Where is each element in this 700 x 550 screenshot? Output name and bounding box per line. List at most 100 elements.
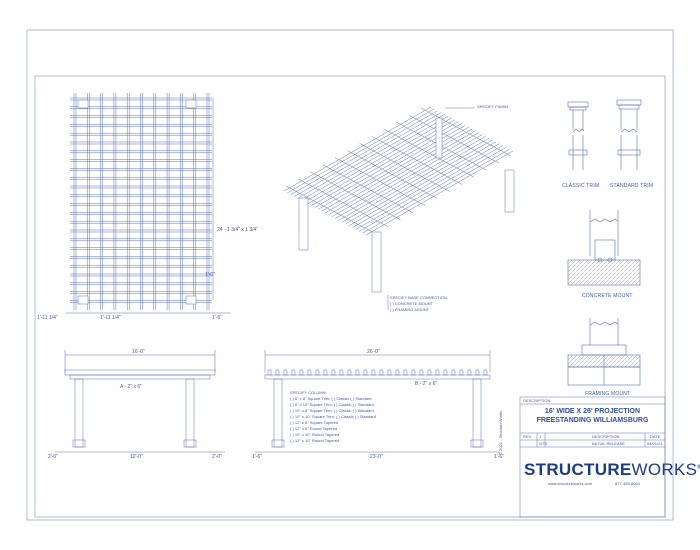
iso-view bbox=[283, 106, 515, 310]
plan-one-foot-dim: 1'-0" bbox=[205, 272, 215, 278]
base-connection-title: SPECIFY BASE CONNECTION: bbox=[390, 295, 448, 300]
specify-finish-label: SPECIFY FINISH bbox=[477, 104, 509, 109]
iso-rafter bbox=[371, 136, 463, 185]
side-rafter-end bbox=[387, 369, 392, 376]
iso-rafter bbox=[298, 178, 389, 228]
concrete-mount-detail bbox=[567, 210, 641, 286]
side-rafter-end bbox=[403, 369, 408, 376]
iso-rafter bbox=[310, 171, 401, 221]
description-label: DESCRIPTION bbox=[523, 398, 551, 403]
side-rafter-end bbox=[363, 369, 368, 376]
column-option: ( ) 10" x 8" Square Trim: ( ) Classic ( … bbox=[290, 408, 374, 413]
iso-slat bbox=[324, 128, 473, 214]
iso-slat bbox=[294, 112, 442, 197]
column-option: ( ) 12" x 10" Round Tapered bbox=[290, 438, 340, 443]
plan-view bbox=[66, 93, 230, 314]
side-rafter-end bbox=[427, 369, 432, 376]
iso-slat bbox=[359, 147, 507, 232]
front-beam-label: A - 2" x 6" bbox=[120, 384, 142, 390]
base-connection-note: SPECIFY BASE CONNECTION: ( ) CONCRETE MO… bbox=[390, 295, 448, 313]
plan-left-overhang-dim: 1'-11 1/4" bbox=[37, 315, 58, 321]
side-rafter-end bbox=[451, 369, 456, 376]
side-rafter-end bbox=[307, 369, 312, 376]
iso-rafter bbox=[420, 107, 512, 157]
framing-mount-label: FRAMING MOUNT bbox=[585, 391, 631, 397]
side-rafter-end bbox=[323, 369, 328, 376]
side-right-dim: 1'-6" bbox=[494, 454, 504, 460]
brand-thin: WORKS bbox=[631, 460, 698, 479]
rev-label: REV bbox=[523, 434, 532, 439]
plan-mid-span-dim: 1'-11 1/4" bbox=[100, 315, 121, 321]
side-rafter-end bbox=[443, 369, 448, 376]
side-overall-dim: 26'-0" bbox=[367, 349, 380, 355]
title-block: DESCRIPTION 16' WIDE X 26' PROJECTION FR… bbox=[520, 397, 700, 517]
side-rafter-end bbox=[483, 369, 488, 376]
date-value: 04/01/21 bbox=[647, 441, 663, 446]
inner-border bbox=[34, 75, 666, 518]
side-rafter-end bbox=[339, 369, 344, 376]
front-elevation bbox=[55, 350, 225, 453]
copyright: © 2021 - StructureWorks bbox=[498, 411, 503, 455]
iso-slat bbox=[335, 134, 483, 219]
trim-details bbox=[567, 99, 642, 170]
iso-slat bbox=[365, 150, 514, 236]
title-line-2: FREESTANDING WILLIAMSBURG bbox=[536, 417, 649, 424]
iso-slat bbox=[290, 110, 438, 195]
iso-rafter bbox=[334, 157, 426, 206]
description-2-label: DESCRIPTION bbox=[592, 434, 620, 439]
date-label: DATE bbox=[650, 434, 661, 439]
outer-border bbox=[26, 29, 674, 521]
side-rafter-end bbox=[467, 369, 472, 376]
side-rafter-end bbox=[459, 369, 464, 376]
front-left-dim: 2'-0" bbox=[48, 454, 58, 460]
iso-slat bbox=[297, 114, 445, 199]
classic-trim-label: CLASSIC TRIM bbox=[562, 183, 600, 189]
side-rafter-end bbox=[291, 369, 296, 376]
scale-value: NTS bbox=[539, 441, 547, 446]
iso-slat bbox=[345, 139, 493, 225]
side-rafter-end bbox=[435, 369, 440, 376]
iso-slat bbox=[348, 141, 497, 227]
plan-right-overhang-dim: 1'-6" bbox=[212, 315, 222, 321]
column-option: ( ) 10" x 10" Square Trim: ( ) Classic (… bbox=[290, 414, 376, 419]
plan-slats-dim: 24 - 1 3/4" x 1 3/4" bbox=[217, 227, 259, 233]
plan-post bbox=[77, 99, 89, 109]
trademark: ® bbox=[697, 464, 700, 471]
front-center-dim: 12'-0" bbox=[130, 454, 143, 460]
website: www.structureworks.com bbox=[548, 481, 593, 486]
iso-slat bbox=[341, 137, 490, 223]
phone: 877-489-8064 bbox=[615, 481, 640, 486]
title-line-1: 16' WIDE X 26' PROJECTION bbox=[544, 408, 641, 415]
iso-slat bbox=[304, 117, 452, 203]
column-spec-note: SPECIFY COLUMN: ( ) 8" x 8" Square Trim:… bbox=[290, 390, 376, 444]
side-rafter-end bbox=[299, 369, 304, 376]
side-rafter-end bbox=[275, 369, 280, 376]
side-rafter-end bbox=[283, 369, 288, 376]
iso-slat bbox=[362, 148, 510, 234]
iso-slat bbox=[307, 119, 456, 205]
standard-trim-label: STANDARD TRIM bbox=[610, 183, 654, 189]
side-beam-label: B - 2" x 6" bbox=[415, 381, 438, 387]
iso-slat bbox=[355, 145, 503, 230]
side-left-dim: 1'-6" bbox=[252, 454, 262, 460]
side-center-dim: 23'-0" bbox=[370, 454, 383, 460]
iso-slat bbox=[321, 126, 469, 212]
side-rafter-end bbox=[315, 369, 320, 376]
iso-rafter bbox=[322, 164, 413, 213]
iso-rafter bbox=[285, 185, 377, 235]
side-rafter-end bbox=[331, 369, 336, 376]
plan-post bbox=[185, 295, 197, 305]
iso-slat bbox=[283, 106, 432, 192]
iso-rafter bbox=[408, 114, 499, 164]
column-option: ( ) 10" x 10" Round Tapered bbox=[290, 432, 340, 437]
iso-slat bbox=[311, 121, 459, 206]
iso-rafter bbox=[359, 143, 450, 192]
base-connection-concrete: ( ) CONCRETE MOUNT bbox=[390, 301, 434, 306]
plan-post bbox=[185, 99, 197, 109]
brand-logo: STRUCTUREWORKS® bbox=[524, 460, 700, 480]
framing-mount-detail bbox=[567, 318, 641, 386]
side-rafter-end bbox=[411, 369, 416, 376]
front-overall-dim: 16'-0" bbox=[132, 349, 145, 355]
iso-rafter bbox=[347, 150, 438, 199]
